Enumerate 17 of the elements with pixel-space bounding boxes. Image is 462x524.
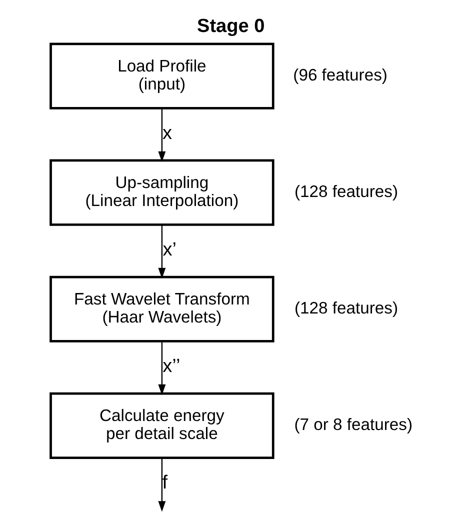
arrow	[158, 108, 166, 162]
diagram-title: Stage 0	[196, 16, 264, 37]
edge-label: x’	[162, 239, 176, 260]
node-box: Up-sampling (Linear Interpolation)	[49, 159, 274, 226]
edge-label: f	[162, 472, 168, 494]
edge-label: x	[162, 122, 172, 144]
node-box: Calculate energy per detail scale	[49, 392, 274, 459]
node-label: (96 features)	[292, 65, 387, 84]
arrow	[158, 458, 166, 512]
node-label: (128 features)	[294, 298, 398, 318]
arrow	[158, 224, 166, 279]
node-box: Load Profile (input)	[49, 42, 274, 110]
node-box: Fast Wavelet Transform (Haar Wavelets)	[49, 276, 274, 342]
arrow	[158, 342, 166, 396]
node-label: (128 features)	[294, 182, 398, 202]
edge-label: x’’	[162, 356, 180, 377]
node-label: (7 or 8 features)	[294, 415, 412, 434]
